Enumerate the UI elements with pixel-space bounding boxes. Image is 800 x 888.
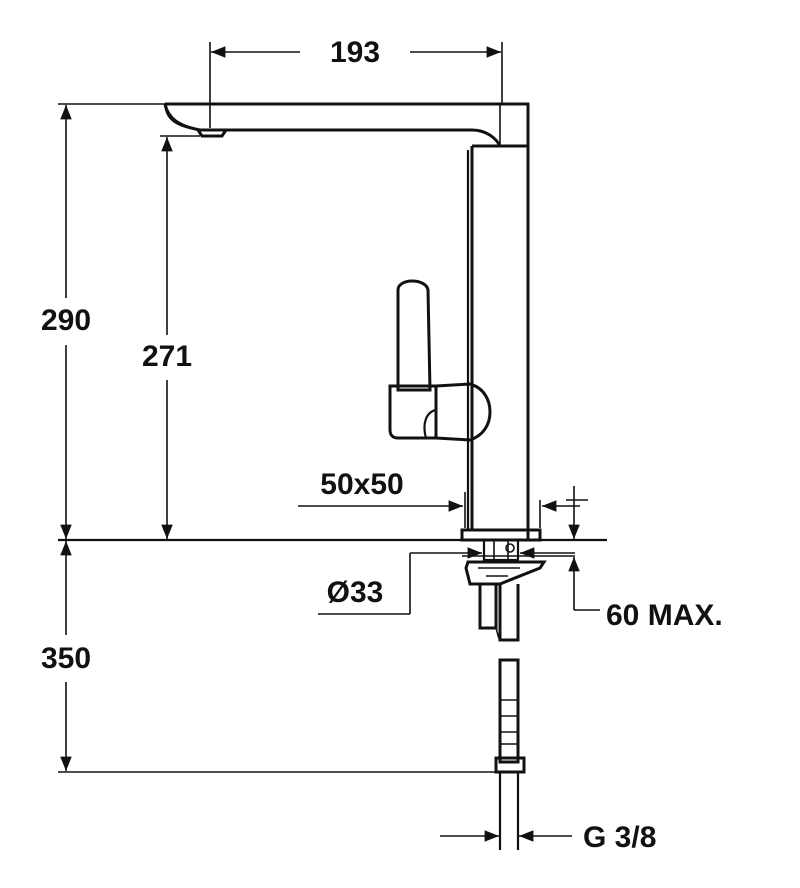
dimension-total-height: 290 (41, 103, 165, 539)
fixing-bracket (464, 560, 547, 586)
total-height-label: 290 (41, 304, 91, 337)
faucet-outline (163, 102, 542, 542)
dimension-connection-thread: G 3/8 (440, 821, 656, 854)
hose-tail (498, 772, 520, 850)
base-size-label: 50x50 (320, 468, 403, 501)
body-column (470, 144, 528, 530)
dimension-hole-diameter: Ø33 (318, 547, 575, 615)
aerator (196, 129, 228, 138)
below-counter-label: 350 (41, 642, 91, 675)
handle-cartridge (435, 382, 492, 442)
dimension-spout-reach: 193 (209, 36, 503, 128)
hose-lower (498, 658, 520, 764)
mounting-assembly (464, 538, 547, 850)
spout (163, 102, 530, 540)
dimension-below-counter: 350 (41, 541, 496, 773)
dimension-counter-thickness: 60 MAX. (566, 486, 723, 632)
counter-thickness-label: 60 MAX. (606, 599, 723, 632)
handle-neck (423, 408, 437, 439)
connection-thread-label: G 3/8 (583, 821, 656, 854)
mounting-shank (482, 538, 520, 562)
hose-connection-nut (494, 756, 526, 774)
spout-reach-label: 193 (330, 36, 380, 69)
spout-height-label: 271 (142, 340, 192, 373)
dimension-spout-height: 271 (142, 135, 200, 539)
hose-upper (478, 584, 498, 630)
dimension-base-size: 50x50 (298, 468, 580, 528)
spout-underside (163, 103, 191, 130)
handle-lever (396, 279, 432, 392)
hole-diameter-label: Ø33 (327, 576, 384, 609)
handle-hub (388, 384, 438, 440)
